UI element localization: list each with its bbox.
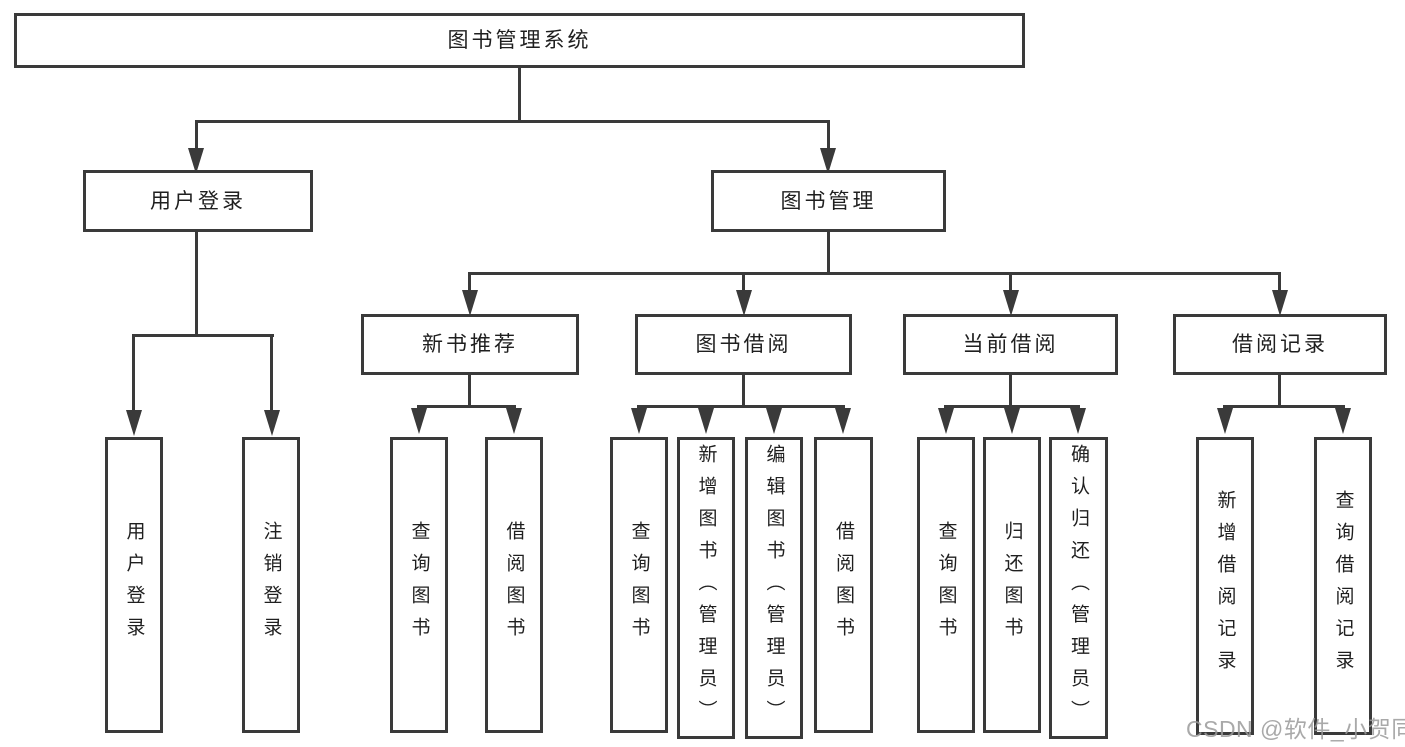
leaf-newbook-query-books: 查询图书 xyxy=(390,437,448,733)
connector-line xyxy=(132,334,274,337)
arrow-down-icon xyxy=(462,290,478,316)
leaf-borrow-edit-books-admin: 编辑图书（管理员） xyxy=(745,437,803,739)
leaf-records-query-borrow-record: 查询借阅记录 xyxy=(1314,437,1372,735)
leaf-newbook-borrow-books: 借阅图书 xyxy=(485,437,543,733)
leaf-logout: 注销登录 xyxy=(242,437,300,733)
node-book-management: 图书管理 xyxy=(711,170,946,232)
connector-line xyxy=(468,375,471,407)
leaf-user-login: 用户登录 xyxy=(105,437,163,733)
arrow-down-icon xyxy=(1272,290,1288,316)
connector-line xyxy=(637,405,845,408)
connector-line xyxy=(518,68,521,122)
connector-line xyxy=(944,405,1080,408)
arrow-down-icon xyxy=(1070,408,1086,434)
leaf-current-confirm-return-admin: 确认归还（管理员） xyxy=(1049,437,1108,739)
connector-line xyxy=(1009,375,1012,407)
node-borrow-records: 借阅记录 xyxy=(1173,314,1387,375)
arrow-down-icon xyxy=(188,148,204,174)
arrow-down-icon xyxy=(631,408,647,434)
arrow-down-icon xyxy=(1004,408,1020,434)
leaf-borrow-borrow-books: 借阅图书 xyxy=(814,437,873,733)
connector-line xyxy=(1009,274,1012,292)
connector-line xyxy=(270,336,273,410)
connector-line xyxy=(1278,274,1281,292)
node-current-borrow: 当前借阅 xyxy=(903,314,1118,375)
arrow-down-icon xyxy=(411,408,427,434)
arrow-down-icon xyxy=(835,408,851,434)
connector-line xyxy=(742,375,745,407)
watermark-csdn: CSDN @软件_小贺同学 xyxy=(1186,716,1405,742)
connector-line xyxy=(1278,375,1281,407)
leaf-borrow-add-books-admin: 新增图书（管理员） xyxy=(677,437,735,739)
leaf-records-add-borrow-record: 新增借阅记录 xyxy=(1196,437,1254,735)
arrow-down-icon xyxy=(126,410,142,436)
connector-line xyxy=(827,232,830,274)
node-new-book-recommend: 新书推荐 xyxy=(361,314,579,375)
leaf-current-query-books: 查询图书 xyxy=(917,437,975,733)
connector-line xyxy=(827,122,830,150)
leaf-borrow-query-books: 查询图书 xyxy=(610,437,668,733)
connector-line xyxy=(742,274,745,292)
arrow-down-icon xyxy=(938,408,954,434)
arrow-down-icon xyxy=(1335,408,1351,434)
connector-line xyxy=(417,405,516,408)
arrow-down-icon xyxy=(820,148,836,174)
connector-line xyxy=(195,120,830,123)
connector-line xyxy=(132,336,135,410)
arrow-down-icon xyxy=(1003,290,1019,316)
node-library-management-system: 图书管理系统 xyxy=(14,13,1025,68)
connector-line xyxy=(195,122,198,150)
connector-line xyxy=(468,272,1281,275)
connector-line xyxy=(195,232,198,336)
connector-line xyxy=(468,274,471,292)
node-book-borrow: 图书借阅 xyxy=(635,314,852,375)
arrow-down-icon xyxy=(736,290,752,316)
arrow-down-icon xyxy=(698,408,714,434)
arrow-down-icon xyxy=(1217,408,1233,434)
connector-line xyxy=(1223,405,1345,408)
arrow-down-icon xyxy=(766,408,782,434)
node-user-login: 用户登录 xyxy=(83,170,313,232)
arrow-down-icon xyxy=(264,410,280,436)
arrow-down-icon xyxy=(506,408,522,434)
leaf-current-return-books: 归还图书 xyxy=(983,437,1041,733)
